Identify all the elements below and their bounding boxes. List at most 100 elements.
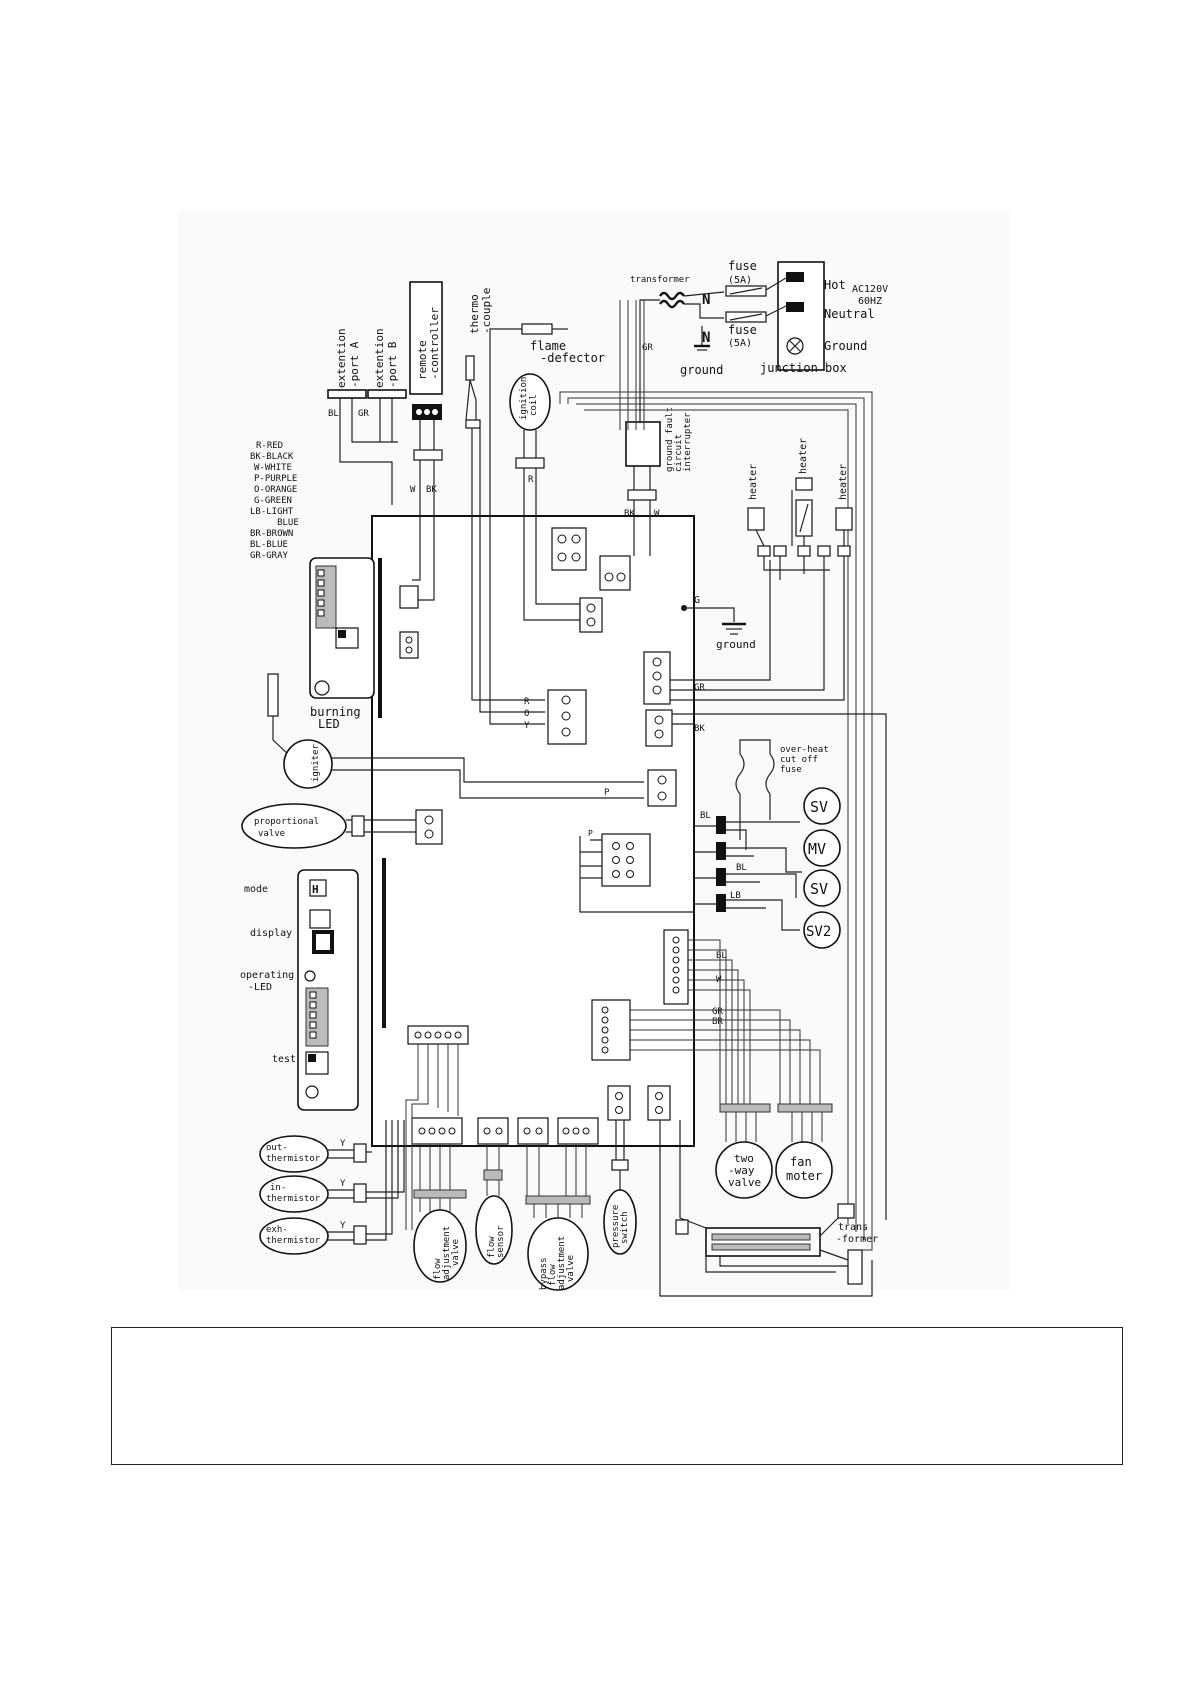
ignition-board-connector	[551, 527, 587, 571]
pressure-label-1: pressure	[611, 1205, 621, 1248]
transformer-label-2: -former	[836, 1234, 878, 1245]
gfci-label-3: interrupter	[683, 412, 693, 472]
bypass-board-connector-a	[517, 1117, 549, 1145]
overheat-label-2: cut off	[780, 755, 818, 765]
gfci-board-connector	[599, 555, 631, 591]
mv-label: MV	[808, 840, 826, 858]
legend-item: BK-BLACK	[250, 452, 294, 462]
svg-text:Y: Y	[340, 1139, 346, 1149]
svg-text:P: P	[588, 829, 593, 838]
display-label: display	[250, 928, 292, 939]
two-way-label-1: two	[734, 1152, 754, 1165]
fuse-bottom-label: fuse	[728, 323, 757, 337]
in-thermistor	[259, 1175, 329, 1213]
svg-text:GR: GR	[358, 409, 369, 419]
legend-item: BR-BROWN	[250, 529, 293, 539]
bypass-label-2: flow	[548, 1264, 558, 1286]
igniter	[283, 739, 333, 789]
svg-text:GR: GR	[712, 1007, 723, 1017]
svg-text:H: H	[312, 883, 319, 896]
flow-sensor-connector	[483, 1169, 503, 1181]
out-thermistor	[259, 1135, 329, 1173]
exh-thermistor-label-2: thermistor	[266, 1236, 321, 1246]
ext-port-a-label-2: -port A	[348, 341, 361, 388]
bypass-label-1: bypass	[539, 1257, 549, 1290]
flame-board-connector	[579, 597, 603, 633]
svg-text:P: P	[604, 788, 610, 798]
mv-valve	[803, 829, 841, 867]
board-ground-label: ground	[716, 638, 756, 651]
heater-a-label: heater	[748, 464, 759, 500]
ext-port-b-label-1: extention	[373, 328, 386, 388]
supply-freq-label: 60HZ	[858, 296, 882, 307]
sv-valve	[803, 787, 841, 825]
operating-led-label-1: operating	[240, 970, 294, 981]
note-box	[111, 1327, 1123, 1465]
fan-motor-connector	[777, 1103, 833, 1113]
hot-terminal-icon	[786, 272, 804, 282]
sv-b-valve	[803, 869, 841, 907]
flow-adj-label-1: flow	[433, 1258, 443, 1280]
ext-port-a-connector	[327, 389, 367, 399]
svg-text:R: R	[528, 475, 534, 485]
remote-label-1: remote	[416, 340, 429, 380]
proportional-valve-connector	[415, 809, 443, 845]
power-board-connector	[645, 709, 673, 747]
flow-adj-label-3: valve	[451, 1239, 461, 1266]
sv2-valve	[803, 911, 841, 949]
flow-sensor-label-1: flow	[487, 1236, 497, 1258]
test-label: test	[272, 1054, 296, 1065]
svg-text:R: R	[524, 697, 530, 707]
flow-sensor-label-2: sensor	[496, 1225, 506, 1258]
flame-defector-icon	[521, 323, 553, 335]
out-thermistor-label-1: out-	[266, 1143, 288, 1153]
svg-text:G: G	[694, 595, 700, 606]
svg-text:Y: Y	[340, 1179, 346, 1189]
svg-text:GR: GR	[694, 683, 705, 693]
svg-text:W: W	[654, 509, 660, 519]
legend-item: P-PURPLE	[254, 474, 297, 484]
ext-port-b-label-2: -port B	[386, 341, 399, 388]
two-way-valve	[715, 1141, 773, 1199]
color-legend: R-RED BK-BLACK W-WHITE P-PURPLE O-ORANGE…	[250, 441, 299, 561]
thermo-couple-icon	[465, 355, 475, 381]
remote-board-connector	[399, 585, 419, 609]
transformer-label: transformer	[630, 275, 690, 285]
flow-valve-connector	[413, 1189, 467, 1199]
two-way-valve-connector	[719, 1103, 771, 1113]
gfci-label-2: circuit	[674, 434, 684, 472]
power-section: transformer fuse (5A) fuse (5A) N N Hot …	[630, 259, 888, 430]
fan-motor	[775, 1141, 833, 1199]
bypass-valve-connector	[525, 1195, 591, 1205]
ext-port-board-connector	[399, 631, 419, 659]
two-way-label-2: -way	[728, 1164, 755, 1177]
board-edge-strip-top	[378, 558, 382, 718]
burning-led-label-1: burning	[310, 705, 361, 719]
svg-text:Y: Y	[340, 1221, 346, 1231]
operating-led-icon	[304, 970, 316, 982]
neutral-terminal-icon	[786, 302, 804, 312]
reset-led-icon	[305, 1085, 319, 1099]
ground-symbol-label: ground	[680, 363, 723, 377]
heater-c-label: heater	[838, 464, 849, 500]
ext-port-b-connector	[367, 389, 407, 399]
burning-led-label-2: LED	[318, 717, 340, 731]
fuse-top-rating: (5A)	[728, 275, 752, 286]
thermo-label-1: thermo	[468, 294, 481, 334]
sv-label: SV	[810, 798, 828, 816]
svg-text:BK: BK	[624, 509, 635, 519]
ground-fault-circuit-interrupter	[625, 421, 661, 467]
right-components: over-heat cut off fuse BL BL LB SV MV SV…	[630, 739, 878, 1297]
in-thermistor-label-2: thermistor	[266, 1194, 321, 1204]
fuse-bottom-rating: (5A)	[728, 338, 752, 349]
transformer-board-connector	[647, 1085, 671, 1121]
burning-led-icon	[314, 680, 330, 696]
ignition-coil	[509, 373, 551, 431]
bottom-components: flow adjustment valve flow sensor bypass…	[405, 1044, 637, 1291]
ignition-label-2: coil	[529, 394, 539, 416]
svg-text:Y: Y	[524, 721, 530, 731]
hot-label: Hot	[824, 278, 846, 292]
igniter-connector	[647, 769, 677, 807]
legend-item: R-RED	[256, 441, 283, 451]
